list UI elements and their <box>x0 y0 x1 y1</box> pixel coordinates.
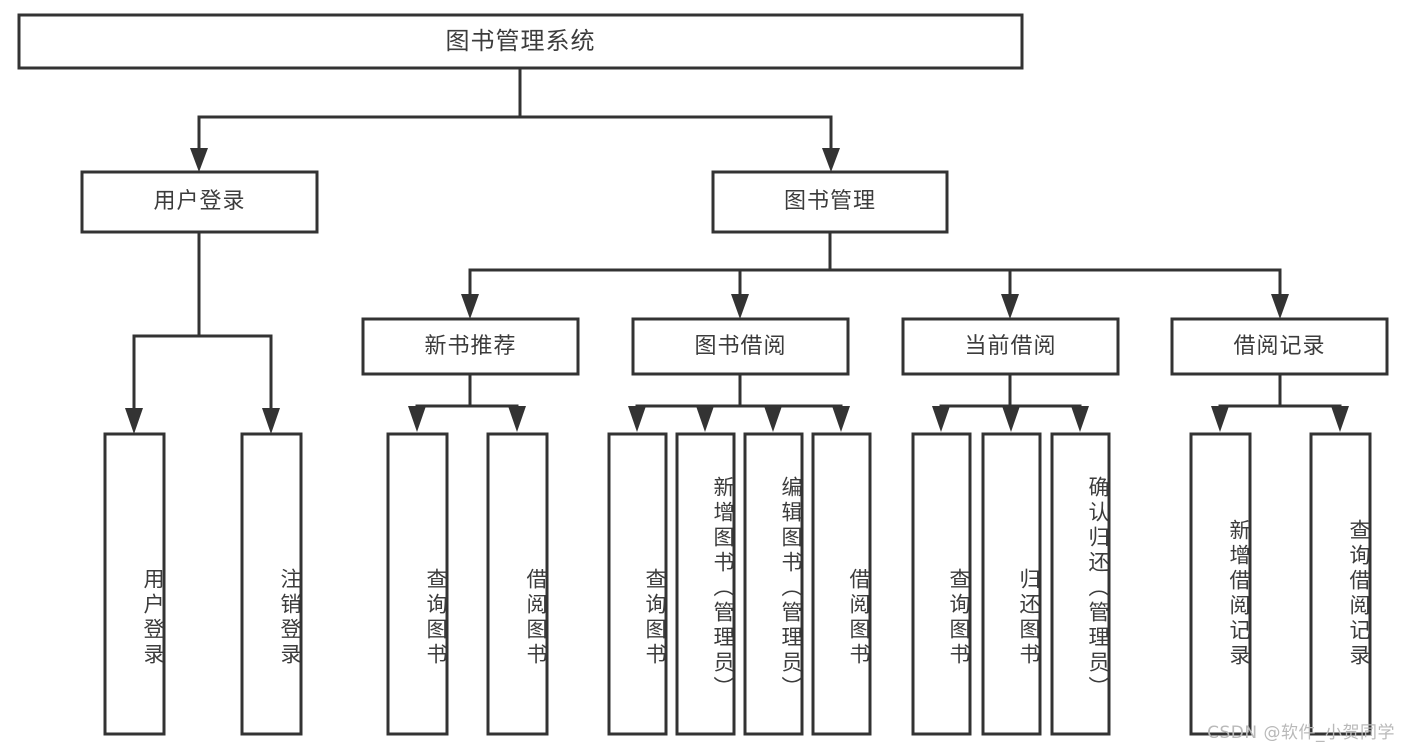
arrow-to-leaf-add-record <box>1211 406 1229 432</box>
node-box-current-borrow[interactable] <box>901 317 1120 376</box>
arrow-to-book-management <box>822 148 840 172</box>
arrow-to-leaf-logout-login <box>262 408 280 434</box>
arrow-to-user-login <box>190 148 208 172</box>
arrow-to-leaf-query-record <box>1331 406 1349 432</box>
node-box-leaf-return-book[interactable] <box>981 432 1042 736</box>
arrow-to-leaf-confirm-return <box>1071 406 1089 432</box>
node-box-leaf-add-book[interactable] <box>675 432 736 736</box>
arrow-to-leaf-edit-book <box>764 406 782 432</box>
arrow-to-current-borrow <box>1001 294 1019 319</box>
node-box-new-book-recommend[interactable] <box>361 317 580 376</box>
node-box-leaf-query-book-2[interactable] <box>607 432 668 736</box>
arrow-to-leaf-return-book <box>1002 406 1020 432</box>
node-box-leaf-edit-book[interactable] <box>743 432 804 736</box>
node-box-leaf-query-book-1[interactable] <box>386 432 449 736</box>
arrow-to-borrow-record <box>1271 294 1289 319</box>
arrow-to-leaf-query-book-3 <box>932 406 950 432</box>
arrow-to-leaf-borrow-book-2 <box>832 406 850 432</box>
arrow-to-leaf-user-login <box>125 408 143 434</box>
arrow-to-book-borrow <box>731 294 749 319</box>
node-box-book-borrow[interactable] <box>631 317 850 376</box>
node-box-book-management[interactable] <box>711 170 949 234</box>
node-box-leaf-add-record[interactable] <box>1189 432 1252 736</box>
node-box-user-login[interactable] <box>80 170 319 234</box>
node-box-leaf-borrow-book-1[interactable] <box>486 432 549 736</box>
arrow-to-leaf-add-book <box>696 406 714 432</box>
arrow-to-leaf-query-book-2 <box>628 406 646 432</box>
node-box-borrow-record[interactable] <box>1170 317 1389 376</box>
arrow-to-new-book-recommend <box>461 294 479 319</box>
node-box-leaf-logout-login[interactable] <box>240 432 303 736</box>
watermark-text: CSDN @软件_小贺同学 <box>1207 723 1395 743</box>
arrow-to-leaf-query-book-1 <box>408 406 426 432</box>
node-box-leaf-query-book-3[interactable] <box>911 432 972 736</box>
node-box-leaf-confirm-return[interactable] <box>1050 432 1111 736</box>
node-box-leaf-query-record[interactable] <box>1309 432 1372 736</box>
node-box-leaf-borrow-book-2[interactable] <box>811 432 872 736</box>
node-box-leaf-user-login[interactable] <box>103 432 166 736</box>
arrow-to-leaf-borrow-book-1 <box>508 406 526 432</box>
node-box-root[interactable] <box>17 13 1024 70</box>
